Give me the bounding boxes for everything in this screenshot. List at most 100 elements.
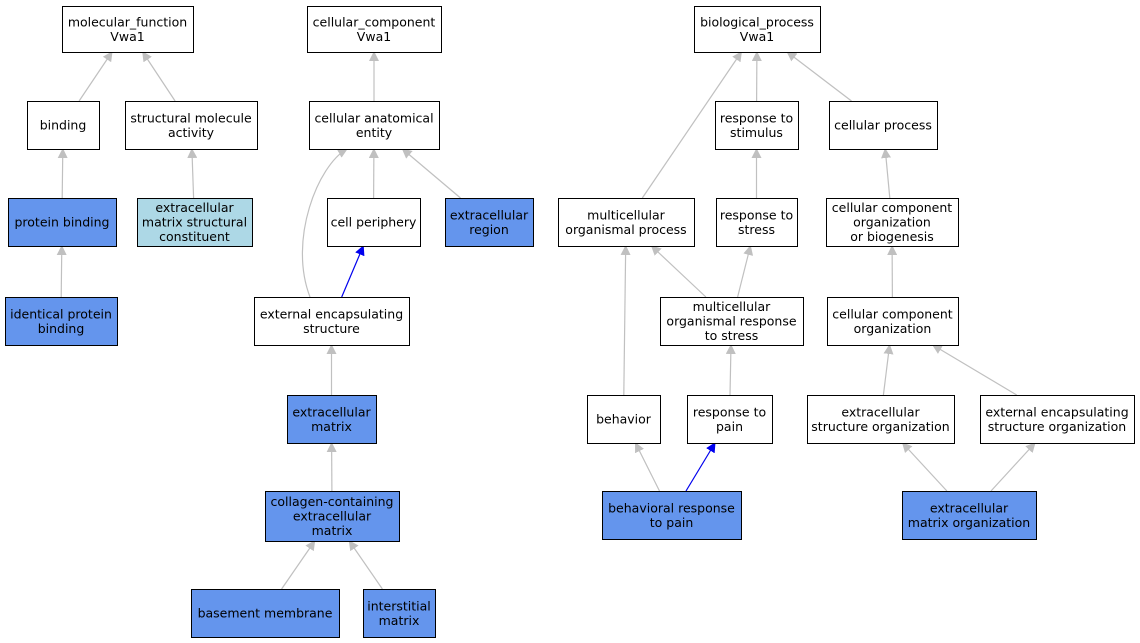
edge-ec-region-to-cell-anat — [401, 148, 461, 199]
node-label: structural molecule — [130, 110, 252, 125]
edge-ecm-org-to-ec-struct-org — [901, 442, 948, 492]
edge-ident-prot-to-prot-bind — [56, 245, 67, 298]
edge-ecm-struct-to-struct-mol — [187, 148, 198, 199]
node-label: biological_process — [700, 14, 814, 29]
node-box — [254, 297, 410, 346]
node-box — [191, 589, 340, 638]
node-label: basement membrane — [198, 606, 333, 621]
node-label: region — [469, 222, 509, 237]
node-box — [327, 198, 421, 247]
edge-multi-resp-to-resp-stress — [737, 245, 754, 298]
node-behavior: behavior — [587, 395, 661, 444]
node-cell-proc: cellular process — [829, 101, 938, 150]
node-label: extracellular — [841, 404, 920, 419]
node-box — [902, 491, 1037, 540]
node-label: cellular process — [834, 118, 932, 133]
node-label: Vwa1 — [357, 29, 391, 44]
node-label: protein binding — [14, 215, 109, 230]
node-label: response to — [720, 110, 793, 125]
node-label: structure organization — [811, 419, 949, 434]
node-binding: binding — [27, 101, 100, 150]
node-box — [5, 297, 118, 346]
node-label: cellular anatomical — [314, 110, 433, 125]
node-box — [602, 491, 742, 540]
edge-behavior-to-multi-proc — [620, 245, 631, 396]
node-label: extracellular — [292, 404, 371, 419]
edge-multi-resp-to-multi-proc — [650, 245, 707, 298]
node-box — [125, 101, 258, 150]
node-box — [137, 198, 253, 247]
node-box — [829, 101, 938, 150]
node-label: Vwa1 — [740, 29, 774, 44]
edge-prot-bind-to-binding — [57, 148, 68, 199]
node-box — [363, 589, 436, 638]
node-label: molecular_function — [68, 14, 187, 29]
node-label: extracellular — [155, 200, 234, 215]
node-basement: basement membrane — [191, 589, 340, 638]
edge-cell-proc-to-bp-root — [786, 51, 852, 102]
node-label: binding — [38, 321, 85, 336]
node-label: matrix — [311, 419, 352, 434]
node-label: behavior — [596, 412, 652, 427]
node-prot-bind: protein binding — [8, 198, 117, 247]
edge-resp-pain-to-multi-resp — [725, 344, 736, 396]
node-box — [687, 395, 773, 444]
edge-multi-proc-to-bp-root — [641, 51, 742, 199]
node-label: cell periphery — [331, 215, 417, 230]
node-label: organization — [854, 321, 932, 336]
node-label: organization — [853, 215, 931, 230]
edge-behav-pain-to-behavior — [634, 442, 661, 492]
node-label: constituent — [159, 229, 230, 244]
node-box — [694, 6, 821, 53]
node-label: external encapsulating — [985, 404, 1128, 419]
node-label: extracellular — [930, 500, 1009, 515]
node-label: matrix structural — [142, 215, 247, 230]
node-label: cellular_component — [313, 14, 436, 29]
node-label: to stress — [705, 328, 759, 343]
node-box — [62, 6, 194, 53]
edge-interstitial-to-collagen — [348, 540, 383, 590]
node-label: organismal response — [666, 314, 796, 329]
node-label: interstitial — [367, 598, 431, 613]
node-box — [660, 297, 804, 346]
node-box — [980, 395, 1135, 444]
edge-ext-encap-org-to-cc-org — [931, 344, 1018, 396]
edge-cc-org-bio-to-cell-proc — [881, 148, 892, 199]
node-box — [445, 198, 534, 247]
node-box — [558, 198, 695, 247]
node-label: stimulus — [730, 125, 783, 140]
node-label: multicellular — [693, 299, 772, 314]
node-label: matrix organization — [908, 515, 1030, 530]
node-label: collagen-containing — [271, 494, 394, 509]
node-label: stress — [738, 222, 775, 237]
edge-ext-encap-to-cell-anat — [301, 148, 348, 298]
node-label: Vwa1 — [110, 29, 144, 44]
nodes-layer: molecular_functionVwa1cellular_component… — [5, 6, 1135, 638]
node-cell-periph: cell periphery — [327, 198, 421, 247]
edge-struct-mol-to-mf-root — [142, 51, 176, 102]
node-label: activity — [168, 125, 215, 140]
node-label: binding — [40, 118, 87, 133]
edge-ecm-org-to-ext-encap-org — [990, 442, 1036, 492]
node-box — [826, 198, 959, 247]
node-label: extracellular — [293, 509, 372, 524]
node-label: cellular component — [832, 200, 952, 215]
edge-basement-to-collagen — [281, 540, 316, 590]
